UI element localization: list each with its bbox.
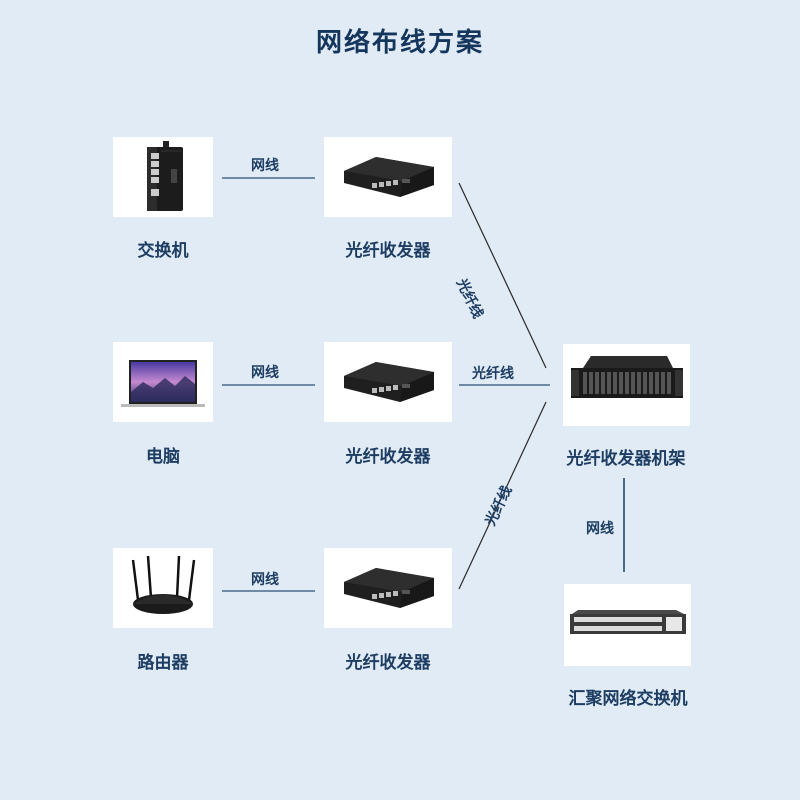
- fiber-media-converter-icon: [344, 362, 434, 402]
- edge-label-laptop: 网线: [251, 365, 279, 381]
- switch-label: 交换机: [137, 241, 189, 261]
- router-label: 路由器: [137, 653, 189, 673]
- transceiver-card-3[interactable]: [324, 548, 452, 628]
- core-switch-card[interactable]: [564, 584, 691, 666]
- edge-label-rack-core: 网线: [586, 521, 614, 537]
- rackmount-switch-icon: [570, 610, 686, 634]
- switch-card[interactable]: [113, 137, 213, 217]
- page-title: 网络布线方案: [315, 28, 484, 58]
- media-converter-rack-icon: [571, 356, 683, 398]
- wifi-router-icon: [131, 555, 196, 614]
- transceiver-label-3: 光纤收发器: [345, 653, 431, 673]
- fiber-line-top: [458, 182, 547, 369]
- rack-label: 光纤收发器机架: [566, 449, 686, 469]
- laptop-label: 电脑: [146, 447, 180, 467]
- router-card[interactable]: [113, 548, 213, 628]
- fiber-media-converter-icon: [344, 157, 434, 197]
- fiber-line-bottom: [458, 401, 547, 590]
- rack-card[interactable]: [563, 344, 690, 426]
- core-switch-label: 汇聚网络交换机: [568, 689, 688, 709]
- industrial-switch-icon: [147, 141, 183, 211]
- transceiver-label-1: 光纤收发器: [345, 241, 431, 261]
- laptop-card[interactable]: [113, 342, 213, 422]
- laptop-icon: [121, 360, 205, 407]
- edge-label-fiber-middle: 光纤线: [472, 366, 514, 382]
- edge-label-switch: 网线: [251, 158, 279, 174]
- edge-label-router: 网线: [251, 572, 279, 588]
- fiber-media-converter-icon: [344, 568, 434, 608]
- transceiver-label-2: 光纤收发器: [345, 447, 431, 467]
- transceiver-card-1[interactable]: [324, 137, 452, 217]
- transceiver-card-2[interactable]: [324, 342, 452, 422]
